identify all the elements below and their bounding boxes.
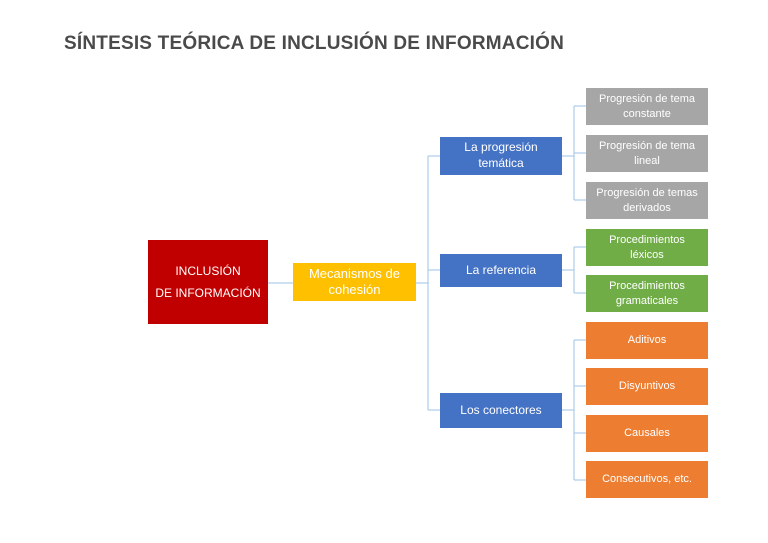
leaf-label: Causales: [624, 427, 670, 440]
branch-label: La progresión temática: [464, 140, 538, 170]
branch-referencia: La referencia: [440, 254, 562, 287]
leaf-tema-lineal: Progresión de tema lineal: [586, 135, 708, 172]
diagram-title: SÍNTESIS TEÓRICA DE INCLUSIÓN DE INFORMA…: [64, 33, 565, 54]
leaf-procedimientos-lexicos: Procedimientos léxicos: [586, 229, 708, 266]
leaf-label: Disyuntivos: [618, 380, 676, 393]
leaf-label: Procedimientos gramaticales: [609, 280, 685, 307]
leaf-label: Aditivos: [627, 334, 667, 347]
leaf-procedimientos-gramaticales: Procedimientos gramaticales: [586, 275, 708, 312]
root-node-label: INCLUSIÓN DE INFORMACIÓN: [155, 263, 261, 300]
mechanism-node: Mecanismos de cohesión: [293, 263, 416, 301]
leaf-label: Progresión de temas derivados: [596, 187, 698, 214]
leaf-label: Procedimientos léxicos: [609, 234, 685, 261]
leaf-aditivos: Aditivos: [586, 322, 708, 359]
branch-label: La referencia: [465, 262, 537, 277]
mechanism-node-label: Mecanismos de cohesión: [308, 265, 401, 297]
branch-progresion-tematica: La progresión temática: [440, 137, 562, 175]
leaf-label: Progresión de tema constante: [599, 93, 695, 120]
leaf-disyuntivos: Disyuntivos: [586, 368, 708, 405]
leaf-label: Consecutivos, etc.: [602, 473, 692, 486]
leaf-consecutivos: Consecutivos, etc.: [586, 461, 708, 498]
branch-label: Los conectores: [460, 402, 542, 417]
leaf-causales: Causales: [586, 415, 708, 452]
leaf-label: Progresión de tema lineal: [599, 140, 695, 167]
root-node: INCLUSIÓN DE INFORMACIÓN: [148, 240, 268, 324]
leaf-temas-derivados: Progresión de temas derivados: [586, 182, 708, 219]
leaf-tema-constante: Progresión de tema constante: [586, 88, 708, 125]
branch-conectores: Los conectores: [440, 393, 562, 428]
